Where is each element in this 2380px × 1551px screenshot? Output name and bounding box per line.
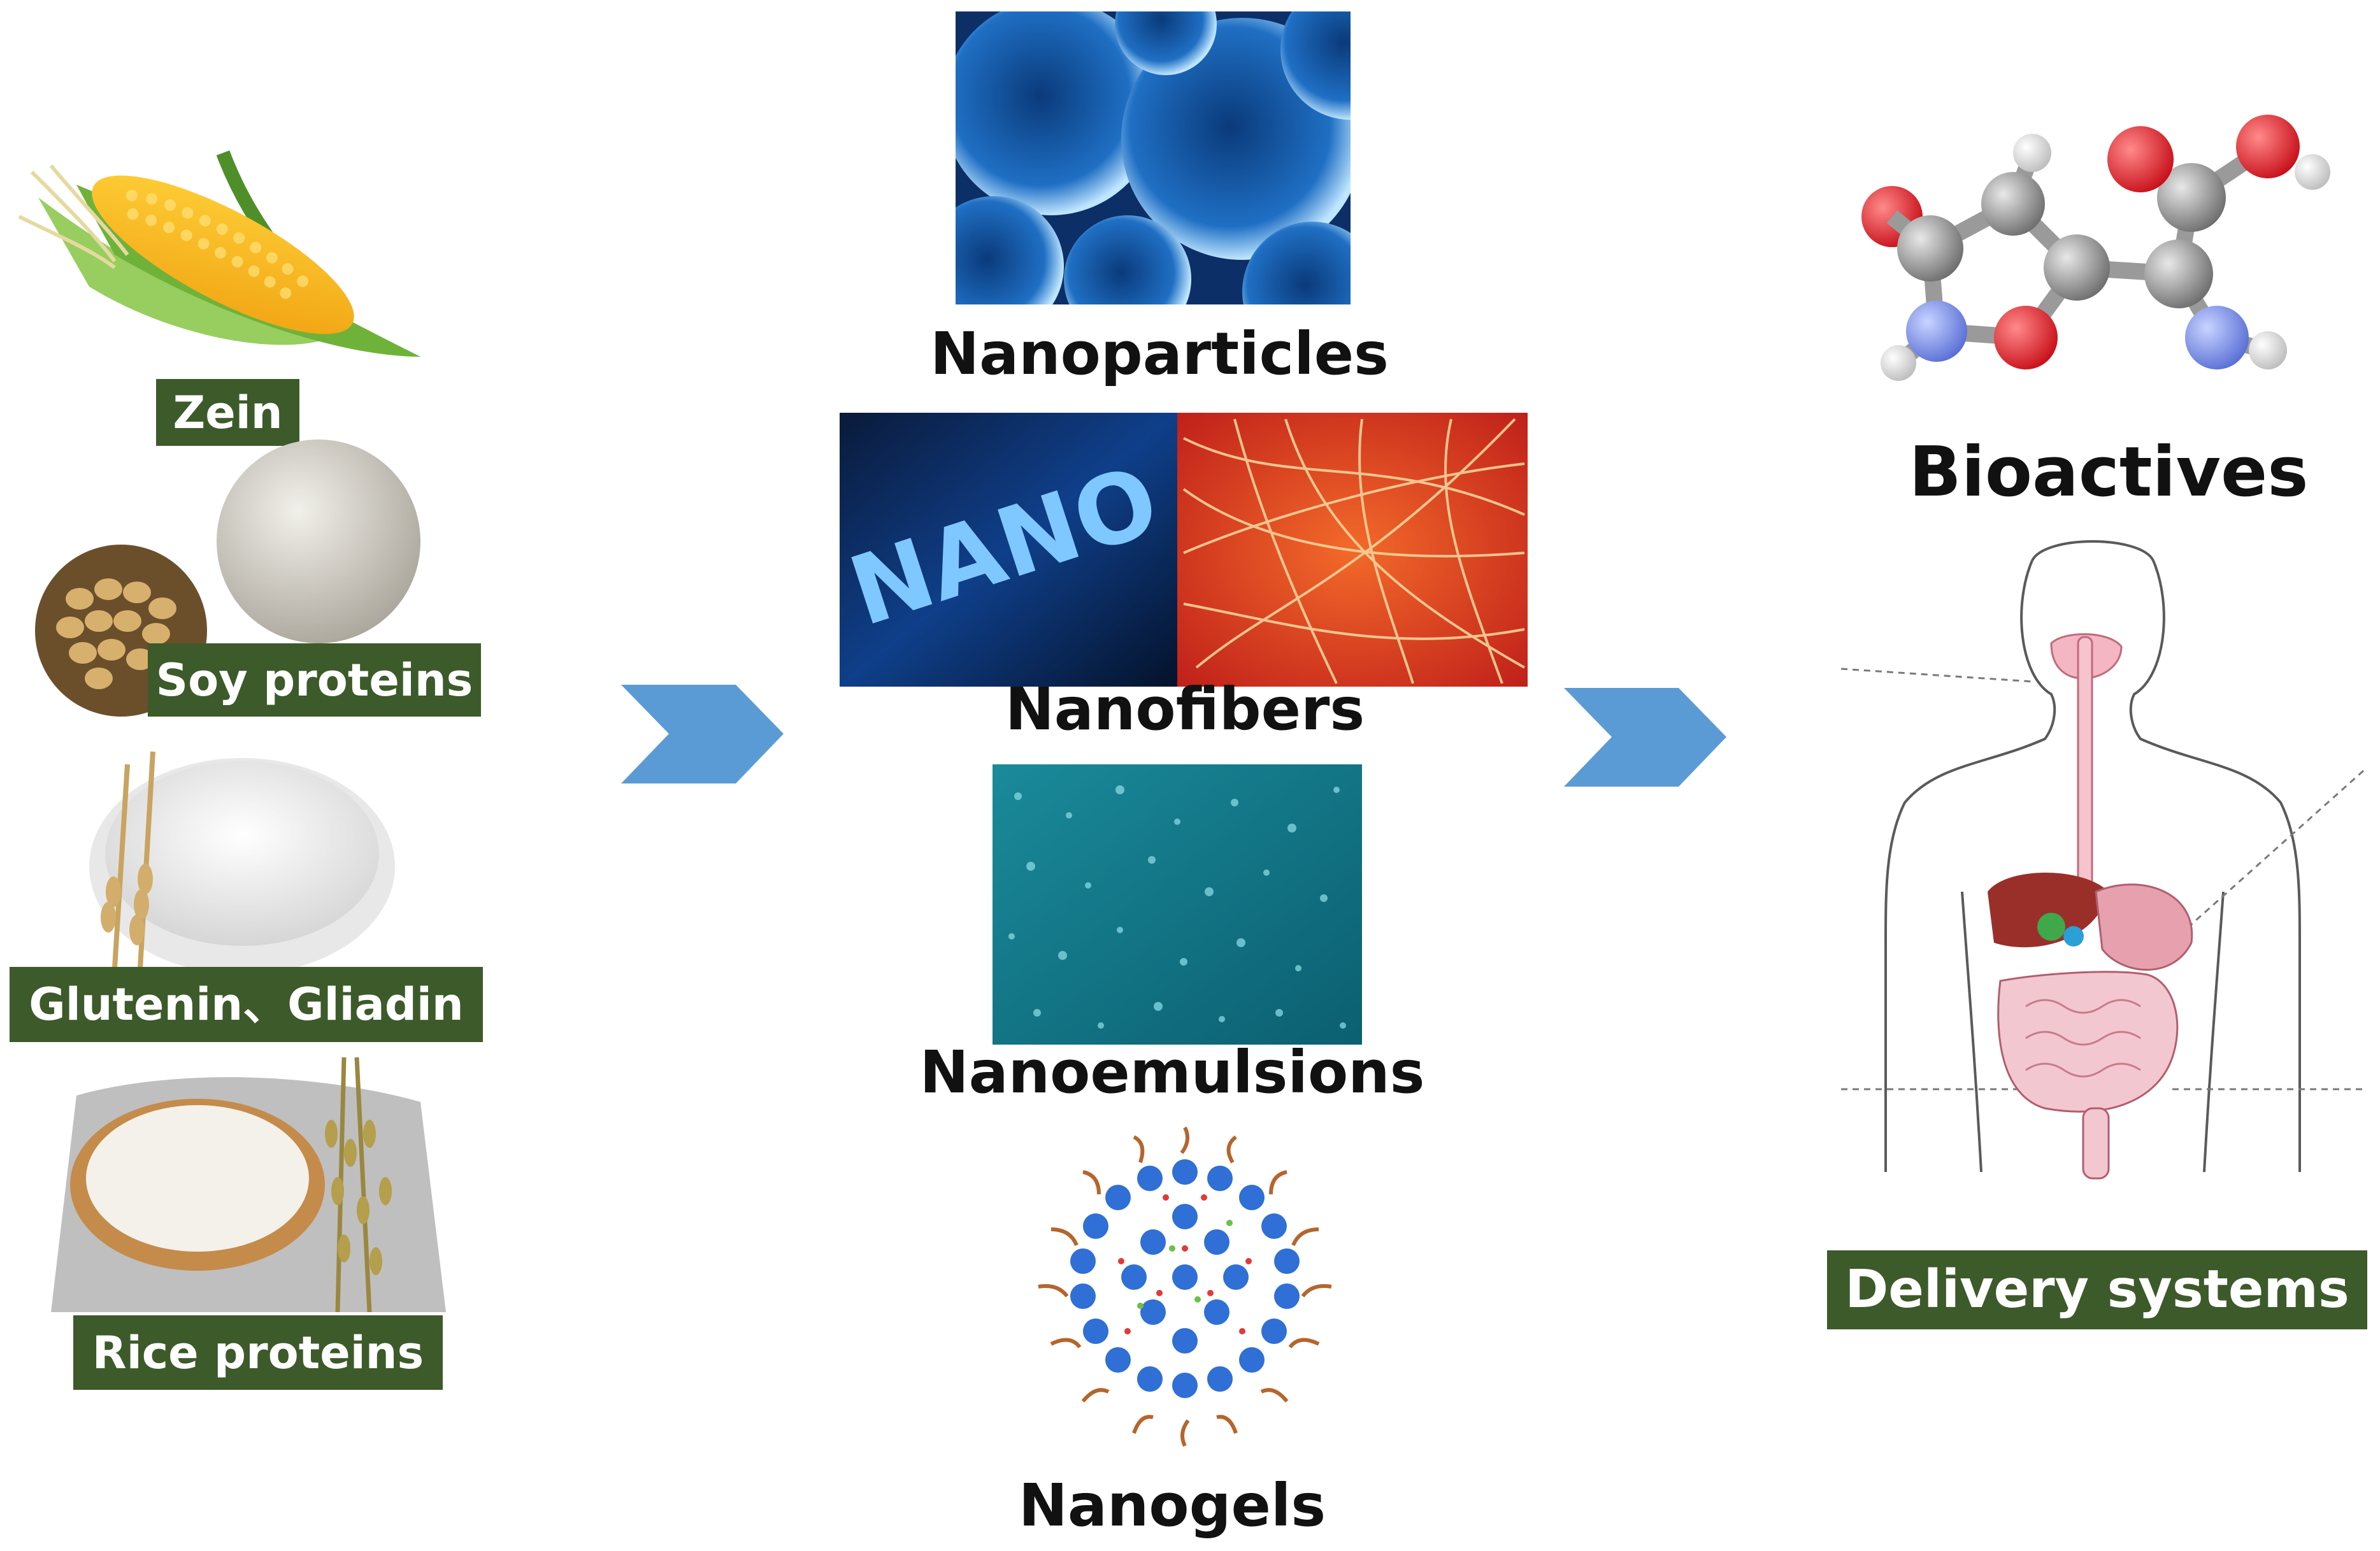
nanogel-illustration — [1038, 1126, 1332, 1447]
digestive-system-icon — [1841, 540, 2364, 1180]
zein-label: Zein — [156, 379, 299, 446]
nanofibers-image: NANO — [840, 413, 1528, 687]
corn-illustration — [18, 150, 420, 357]
rice-illustration — [51, 1057, 446, 1313]
glutenin-gliadin-label: Glutenin、Gliadin — [10, 967, 483, 1042]
chevron-right-icon — [621, 685, 784, 783]
soy-proteins-label: Soy proteins — [148, 643, 481, 717]
wheat-flour-illustration — [89, 751, 395, 975]
nanoemulsions-image — [993, 764, 1362, 1045]
nanofibers-title: Nanofibers — [1005, 675, 1365, 743]
nanogels-title: Nanogels — [1018, 1471, 1326, 1540]
rice-proteins-label: Rice proteins — [73, 1315, 443, 1390]
nanoemulsions-title: Nanoemulsions — [919, 1038, 1425, 1106]
delivery-systems-label: Delivery systems — [1827, 1250, 2367, 1329]
molecule-icon — [1861, 115, 2330, 381]
bioactives-title: Bioactives — [1909, 432, 2309, 512]
nanoparticles-image — [956, 11, 1351, 304]
chevron-right-icon — [1564, 688, 1726, 787]
nanoparticles-title: Nanoparticles — [930, 320, 1389, 388]
